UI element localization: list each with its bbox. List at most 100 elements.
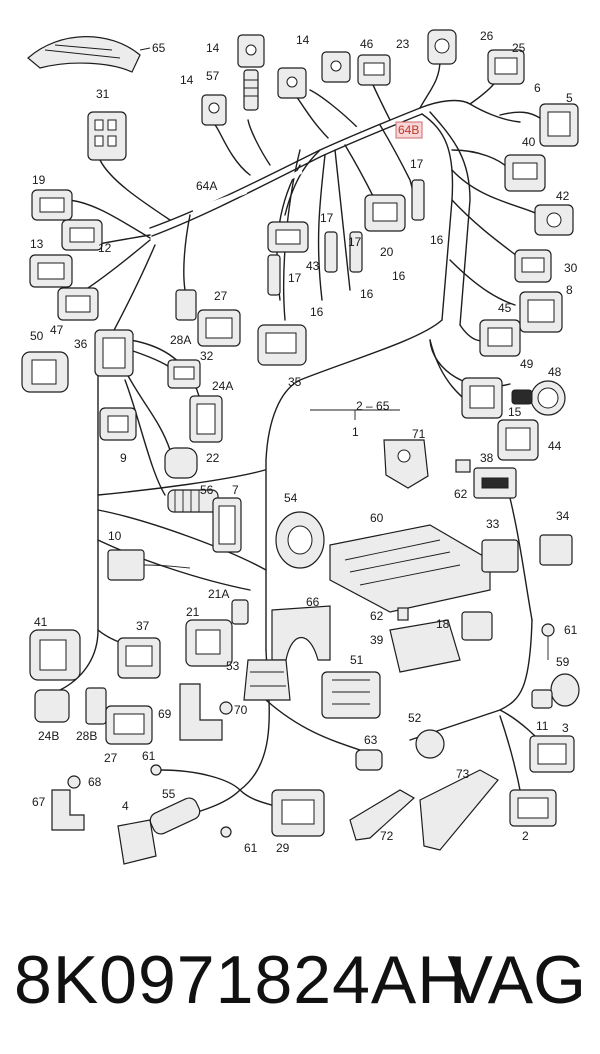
connector-40 <box>504 154 546 192</box>
callout-25: 25 <box>512 41 526 55</box>
connector-48 <box>511 380 566 416</box>
callout-64a: 64A <box>196 179 217 193</box>
connector-32 <box>167 359 201 389</box>
connector-19 <box>31 189 73 221</box>
callout-27: 27 <box>104 751 118 765</box>
harness-tubes <box>192 117 383 213</box>
callout-16: 16 <box>430 233 444 247</box>
callout-48: 48 <box>548 365 562 379</box>
callout-9: 9 <box>120 451 127 465</box>
callout-45: 45 <box>498 301 512 315</box>
callout-71: 71 <box>412 427 426 441</box>
connector-24A <box>189 395 223 443</box>
connector-14-c <box>277 67 307 99</box>
callout-20: 20 <box>380 245 394 259</box>
callout-17: 17 <box>288 271 302 285</box>
connector-30 <box>514 249 552 283</box>
callout-23: 23 <box>396 37 410 51</box>
connector-37 <box>117 637 161 679</box>
connector-12a <box>61 219 103 251</box>
callout-labels: 65 14 57 14 14 46 23 26 25 6 5 31 64B 64… <box>30 29 578 855</box>
callout-16: 16 <box>360 287 374 301</box>
callout-57: 57 <box>206 69 220 83</box>
callout-69: 69 <box>158 707 172 721</box>
callout-56: 56 <box>200 483 214 497</box>
connector-7 <box>212 497 242 553</box>
connector-14-a <box>237 34 265 68</box>
relay-34 <box>539 534 573 566</box>
callout-47: 47 <box>50 323 64 337</box>
callout-15: 15 <box>508 405 522 419</box>
fuse-box-60 <box>329 524 491 613</box>
callout-43: 43 <box>306 259 320 273</box>
part-number: 8K0971824AH <box>14 942 468 1018</box>
connector-14-d <box>321 51 351 83</box>
bracket-73 <box>419 769 499 851</box>
connector-5-6 <box>499 103 579 147</box>
callout-42: 42 <box>556 189 570 203</box>
grommet-53 <box>243 659 291 701</box>
callout-59: 59 <box>556 655 570 669</box>
connector-36 <box>94 329 134 377</box>
callout-60: 60 <box>370 511 384 525</box>
callout-72: 72 <box>380 829 394 843</box>
callout-67: 67 <box>32 795 46 809</box>
callout-54: 54 <box>284 491 298 505</box>
screw-70 <box>219 701 233 715</box>
callout-22: 22 <box>206 451 220 465</box>
callout-14: 14 <box>296 33 310 47</box>
cover-part-65 <box>27 36 141 73</box>
callout-39: 39 <box>370 633 384 647</box>
callout-24a: 24A <box>212 379 233 393</box>
bracket-67-68 <box>51 775 85 831</box>
connector-50 <box>21 351 69 393</box>
connector-9 <box>99 407 137 441</box>
sensor-17-16 <box>267 179 425 296</box>
callout-1: 1 <box>352 425 359 439</box>
callout-2-65: 2 – 65 <box>356 399 390 413</box>
callout-19: 19 <box>32 173 46 187</box>
callout-17: 17 <box>348 235 362 249</box>
connector-8 <box>519 291 563 333</box>
callout-26: 26 <box>480 29 494 43</box>
connector-28A-27 <box>175 289 241 347</box>
relay-18 <box>461 611 493 641</box>
fuse-59-11 <box>531 673 580 709</box>
callout-50: 50 <box>30 329 44 343</box>
callout-63: 63 <box>364 733 378 747</box>
callout-51: 51 <box>350 653 364 667</box>
connector-31 <box>87 111 127 161</box>
callout-41: 41 <box>34 615 48 629</box>
terminal-61-c <box>220 826 232 838</box>
group-bracket <box>310 409 400 420</box>
connector-35 <box>257 324 307 366</box>
callout-5: 5 <box>566 91 573 105</box>
fuse-62-b <box>397 607 409 621</box>
callout-68: 68 <box>88 775 102 789</box>
fuse-62-a <box>455 459 471 473</box>
callout-32: 32 <box>200 349 214 363</box>
callout-52: 52 <box>408 711 422 725</box>
callout-21a: 21A <box>208 587 229 601</box>
callout-6: 6 <box>534 81 541 95</box>
connector-42 <box>534 204 574 236</box>
connector-13 <box>29 254 73 288</box>
callout-61: 61 <box>142 749 156 763</box>
callout-27: 27 <box>214 289 228 303</box>
connector-25-26 <box>487 49 525 85</box>
callout-14: 14 <box>206 41 220 55</box>
bracket-71 <box>383 439 429 489</box>
callout-65: 65 <box>152 41 166 55</box>
callout-8: 8 <box>566 283 573 297</box>
callout-28a: 28A <box>170 333 191 347</box>
callout-31: 31 <box>96 87 110 101</box>
connector-24B <box>34 689 70 723</box>
callout-64b: 64B <box>398 123 419 137</box>
grommet-54 <box>275 511 325 569</box>
callout-36: 36 <box>74 337 88 351</box>
bracket-66 <box>271 605 331 661</box>
connector-20 <box>364 194 406 232</box>
callout-61: 61 <box>244 841 258 855</box>
callout-38: 38 <box>480 451 494 465</box>
callout-40: 40 <box>522 135 536 149</box>
